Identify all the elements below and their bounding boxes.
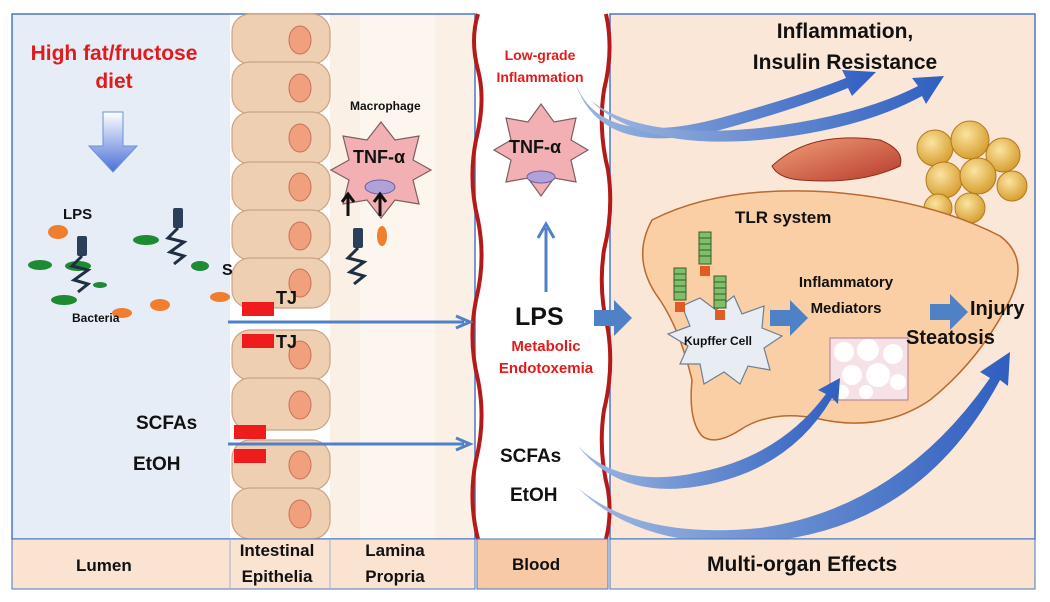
cell-nucleus xyxy=(288,172,312,202)
lumen-lps-label: LPS xyxy=(63,206,93,223)
footer-blood: Blood xyxy=(512,555,561,574)
inflammation-curved-arrow-2 xyxy=(590,76,944,142)
blood-wall-right xyxy=(599,13,613,540)
lps-molecule xyxy=(69,236,92,294)
steatosis-label: Steatosis xyxy=(906,327,995,349)
bacterium xyxy=(210,292,230,302)
bacterium xyxy=(28,260,52,270)
cell-nucleus xyxy=(288,268,312,298)
tlr-receptor xyxy=(713,275,727,320)
bacterium xyxy=(150,299,170,311)
steatosis-histology-image xyxy=(829,337,909,401)
cell-nucleus xyxy=(288,390,312,420)
lumen-panel xyxy=(12,14,230,539)
epithelial-cell xyxy=(231,13,331,65)
lumen-s-label: S xyxy=(222,262,233,279)
diet-down-arrow xyxy=(87,111,139,173)
cell-nucleus xyxy=(288,499,312,529)
kupffer-cell xyxy=(666,295,784,385)
bacteria-label: Bacteria xyxy=(72,311,120,325)
tlr-receptor xyxy=(698,231,712,276)
epithelial-cell xyxy=(231,111,331,165)
tight-junction-scfa-lower xyxy=(234,449,266,463)
lamina-lighter-band xyxy=(360,14,435,539)
muscle-icon xyxy=(771,137,902,182)
lumen-etoh-label: EtOH xyxy=(133,454,181,475)
lps-to-liver-arrow xyxy=(594,300,632,336)
epithelial-cell xyxy=(231,377,331,431)
tnf-secretion-arrow xyxy=(340,191,356,216)
footer-band-left xyxy=(11,538,476,590)
lps-molecule xyxy=(165,208,188,266)
epithelial-cell xyxy=(231,487,331,540)
footer-multi-organ-effects: Multi-organ Effects xyxy=(707,553,898,576)
blood-lps-label: LPS xyxy=(515,303,564,331)
inflammation-insulin-resistance-label: Inflammation, Insulin Resistance xyxy=(752,20,938,74)
macrophage-star xyxy=(329,121,433,219)
lps-to-tnf-arrow xyxy=(536,220,556,292)
cell-nucleus xyxy=(288,450,312,480)
low-grade-inflammation-label: Low-grade Inflammation xyxy=(496,47,584,85)
scfa-translocation-line xyxy=(228,436,474,452)
tight-junction-lower xyxy=(242,334,274,348)
bacterium xyxy=(93,282,107,288)
lps-molecule xyxy=(345,228,368,286)
tlr-receptor xyxy=(673,267,687,312)
epithelial-cell xyxy=(231,209,331,261)
bacteria-cluster xyxy=(28,225,230,318)
footer-band-right xyxy=(609,538,1036,590)
tnf-secretion-arrow xyxy=(372,191,388,216)
lamina-tnf-label: TNF-α xyxy=(353,147,406,167)
footer-lamina-propria: Lamina Propria xyxy=(365,541,425,586)
bacterium xyxy=(377,226,387,246)
bacterium xyxy=(112,308,132,318)
inflammatory-mediators-label: Inflammatory Mediators xyxy=(798,274,894,317)
footer-intestinal-epithelia: Intestinal Epithelia xyxy=(239,541,315,586)
kupffer-to-mediators-arrow xyxy=(770,300,808,336)
blood-tnf-label: TNF-α xyxy=(509,137,562,157)
epithelial-cell xyxy=(231,439,331,491)
epithelial-cell xyxy=(231,161,331,213)
mediators-to-injury-arrow xyxy=(930,294,968,330)
epithelial-cell xyxy=(231,61,331,115)
bacterium xyxy=(191,261,209,271)
cell-nucleus xyxy=(288,73,312,103)
tlr-system-label: TLR system xyxy=(735,208,832,227)
blood-tnf-nucleus xyxy=(526,170,556,184)
kupffer-cell-label: Kupffer Cell xyxy=(684,334,753,348)
cell-nucleus xyxy=(288,123,312,153)
blood-scfas-label: SCFAs xyxy=(500,446,562,467)
lumen-scfas-label: SCFAs xyxy=(136,413,198,434)
footer-lumen: Lumen xyxy=(76,556,132,575)
inflammation-curved-arrow xyxy=(575,70,876,139)
bacterium xyxy=(133,235,159,245)
tight-junction-scfa-upper xyxy=(234,425,266,439)
adipose-tissue-icon xyxy=(916,120,1028,224)
scfas-curved-arrow xyxy=(578,378,840,489)
tj-upper-label: TJ xyxy=(276,288,298,308)
tj-lower-label: TJ xyxy=(276,332,298,352)
macrophage-label: Macrophage xyxy=(350,99,421,113)
metabolic-endotoxemia-label: Metabolic Endotoxemia xyxy=(498,338,594,377)
cell-nucleus xyxy=(288,340,312,370)
bacterium xyxy=(48,225,68,239)
bacterium xyxy=(51,295,77,305)
blood-etoh-label: EtOH xyxy=(510,485,558,506)
tight-junction-upper xyxy=(242,302,274,316)
injury-label: Injury xyxy=(970,298,1025,320)
footer-band-blood xyxy=(476,538,609,590)
intestinal-epithelium xyxy=(231,13,331,540)
blood-wall-left xyxy=(470,13,484,540)
lps-translocation-line xyxy=(228,314,474,330)
diet-label: High fat/fructose diet xyxy=(30,42,198,93)
cell-nucleus xyxy=(288,25,312,55)
cell-nucleus xyxy=(288,221,312,251)
blood-tnf-star xyxy=(492,102,590,198)
